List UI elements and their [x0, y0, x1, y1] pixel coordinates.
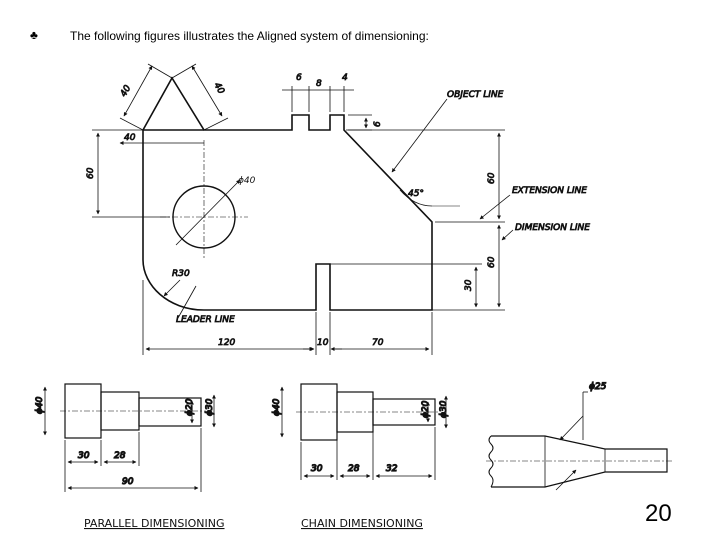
- dim-bottom-120: 120: [218, 338, 235, 348]
- parallel-dim-30: 30: [78, 451, 90, 461]
- parallel-dim-dia30: ϕ30: [205, 398, 215, 416]
- bullet-icon: ♣: [30, 28, 38, 42]
- chain-dimensioning: ϕ40 ϕ20 ϕ30 30 28 32: [271, 383, 450, 480]
- dim-top-8: 8: [316, 79, 322, 89]
- dim-left-40: 40: [124, 133, 136, 143]
- dim-radius-r30: R30: [172, 269, 190, 279]
- parallel-dim-dia40: ϕ40: [35, 396, 45, 414]
- dim-angle-45: 45°: [408, 189, 424, 199]
- chain-dim-30: 30: [311, 464, 323, 474]
- dim-bottom-70: 70: [372, 338, 384, 348]
- chain-dim-dia30: ϕ30: [439, 400, 449, 418]
- dim-top-left-40: 40: [119, 84, 134, 99]
- taper-dim-dia25: ϕ25: [589, 382, 607, 392]
- hole-circle: ϕ40: [160, 140, 256, 260]
- main-part-drawing: [142, 76, 433, 311]
- right-dims: 60 60 30 45°: [330, 129, 505, 311]
- radius-leader: R30 LEADER LINE: [163, 269, 235, 325]
- parallel-dim-dia20: ϕ20: [185, 398, 195, 416]
- dim-top-right-40: 40: [211, 81, 226, 96]
- leader-line-label: LEADER LINE: [176, 315, 235, 325]
- chain-label: CHAIN DIMENSIONING: [301, 517, 423, 530]
- bottom-dims: 120 10 70: [142, 280, 433, 355]
- slide-heading: The following figures illustrates the Al…: [70, 29, 429, 43]
- extension-line-label: EXTENSION LINE: [512, 186, 587, 196]
- dim-bottom-10: 10: [317, 338, 329, 348]
- parallel-label: PARALLEL DIMENSIONING: [84, 517, 225, 530]
- part-outline: [142, 76, 433, 311]
- taper-drawing: ϕ25: [486, 381, 672, 491]
- dim-top-4: 4: [342, 73, 348, 83]
- dim-right-6: 6: [373, 121, 383, 127]
- dim-left-60: 60: [86, 167, 96, 179]
- parallel-dim-90: 90: [122, 477, 134, 487]
- page-number: 20: [645, 500, 672, 527]
- triangle-dims: 40 40: [119, 63, 229, 131]
- chain-dim-32: 32: [386, 464, 398, 474]
- left-dims: 40 60: [86, 129, 204, 218]
- object-line-label: OBJECT LINE: [447, 90, 504, 100]
- callouts: OBJECT LINE EXTENSION LINE DIMENSION LIN…: [391, 90, 591, 241]
- dim-right-60-lower: 60: [487, 256, 497, 268]
- chain-dim-28: 28: [348, 464, 360, 474]
- dim-right-60-upper: 60: [487, 172, 497, 184]
- chain-dim-dia20: ϕ20: [421, 400, 431, 418]
- dim-slot-30: 30: [464, 279, 474, 291]
- dim-top-6: 6: [296, 73, 302, 83]
- dimension-line-label: DIMENSION LINE: [515, 223, 590, 233]
- top-slot-dims: 6 8 4 6: [282, 73, 383, 131]
- chain-dim-dia40: ϕ40: [272, 398, 282, 416]
- dim-circle-dia: ϕ40: [238, 176, 256, 186]
- parallel-dimensioning: ϕ40 ϕ20 ϕ30 30 28 90: [34, 383, 216, 492]
- parallel-dim-28: 28: [114, 451, 126, 461]
